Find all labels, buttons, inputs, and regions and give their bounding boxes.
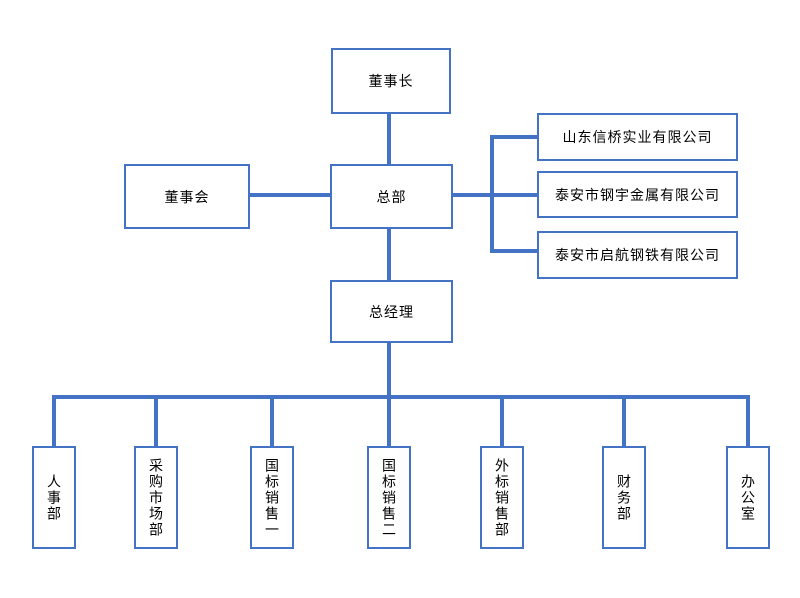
connector-drop-dept-2 bbox=[154, 395, 158, 446]
connector-board-headquarters bbox=[249, 193, 330, 197]
connector-drop-dept-6 bbox=[622, 395, 626, 446]
connector-distribution-line bbox=[52, 395, 750, 399]
connector-drop-dept-5 bbox=[500, 395, 504, 446]
connector-drop-dept-1 bbox=[52, 395, 56, 446]
connector-headquarters-bracket bbox=[452, 193, 538, 197]
node-chairman: 董事长 bbox=[331, 48, 451, 114]
node-headquarters: 总部 bbox=[330, 164, 453, 229]
node-subsidiary-taian-qihang: 泰安市启航钢铁有限公司 bbox=[537, 231, 738, 279]
connector-gm-distribution bbox=[387, 342, 391, 397]
node-dept-hr: 人事部 bbox=[32, 446, 76, 549]
connector-drop-dept-4 bbox=[387, 395, 391, 446]
node-dept-office: 办公室 bbox=[726, 446, 770, 549]
node-board: 董事会 bbox=[124, 164, 250, 229]
node-dept-finance: 财务部 bbox=[602, 446, 646, 549]
node-subsidiary-taian-gangyu: 泰安市钢宇金属有限公司 bbox=[537, 171, 738, 218]
connector-bracket-bottom-branch bbox=[490, 249, 537, 253]
node-general-manager: 总经理 bbox=[330, 280, 453, 343]
connector-headquarters-gm bbox=[387, 228, 391, 280]
connector-bracket-spine bbox=[490, 135, 494, 253]
node-dept-domestic-sales-1: 国标销售一 bbox=[250, 446, 294, 549]
connector-chairman-headquarters bbox=[387, 113, 391, 164]
node-dept-foreign-sales: 外标销售部 bbox=[480, 446, 524, 549]
node-dept-procurement-market: 采购市场部 bbox=[134, 446, 178, 549]
connector-bracket-top-branch bbox=[490, 135, 537, 139]
node-dept-domestic-sales-2: 国标销售二 bbox=[367, 446, 411, 549]
connector-drop-dept-3 bbox=[270, 395, 274, 446]
node-subsidiary-shandong-xinqiao: 山东信桥实业有限公司 bbox=[537, 113, 738, 161]
connector-drop-dept-7 bbox=[746, 395, 750, 446]
